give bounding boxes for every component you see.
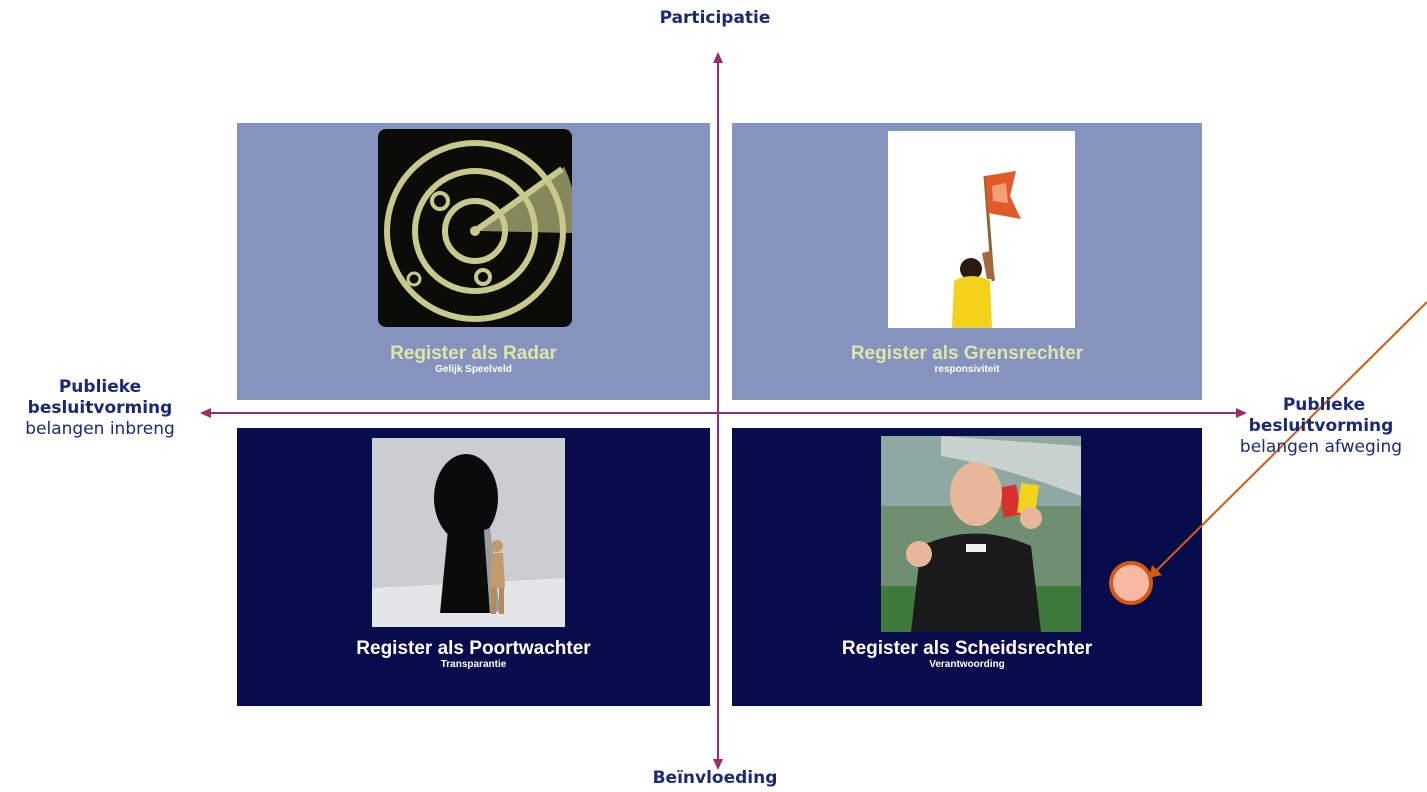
axis-label-left-line1: Publieke: [58, 377, 142, 397]
axis-label-left-line2: besluitvorming: [27, 398, 173, 418]
quadrant-title: Register als Poortwachter: [356, 638, 591, 659]
quadrant-title: Register als Scheidsrechter: [841, 638, 1093, 659]
linesman-flag-icon: [888, 131, 1075, 328]
radar-icon: [378, 129, 572, 327]
quadrant-subtitle: Transparantie: [440, 659, 507, 670]
quadrant-radar: Register als Radar Gelijk Speelveld: [237, 123, 710, 400]
axis-label-top: Participatie: [659, 8, 771, 28]
arrow-up-icon: [713, 52, 723, 63]
quadrant-subtitle: responsiviteit: [934, 364, 1000, 375]
quadrant-poortwachter: Register als Poortwachter Transparantie: [237, 428, 710, 706]
quadrant-subtitle: Gelijk Speelveld: [435, 364, 512, 375]
quadrant-title: Register als Radar: [390, 343, 557, 364]
quadrant-title: Register als Grensrechter: [850, 343, 1084, 364]
axis-label-left: Publieke besluitvorming belangen inbreng: [0, 377, 200, 440]
quadrant-scheidsrechter: Register als Scheidsrechter Verantwoordi…: [732, 428, 1202, 706]
axis-label-right-line1: Publieke: [1282, 395, 1366, 415]
axis-label-right: Publieke besluitvorming belangen afwegin…: [1215, 395, 1427, 458]
keyhole-icon: [372, 438, 565, 627]
axis-label-right-line2: besluitvorming: [1248, 416, 1394, 436]
axis-label-right-line3: belangen afweging: [1239, 437, 1403, 457]
axis-label-bottom: Beïnvloeding: [652, 768, 778, 788]
quadrant-subtitle: Verantwoording: [929, 659, 1005, 670]
arrow-left-icon: [200, 408, 211, 418]
axis-label-left-line3: belangen inbreng: [25, 419, 175, 439]
quadrant-grensrechter: Register als Grensrechter responsiviteit: [732, 123, 1202, 400]
referee-card-icon: [881, 436, 1081, 632]
